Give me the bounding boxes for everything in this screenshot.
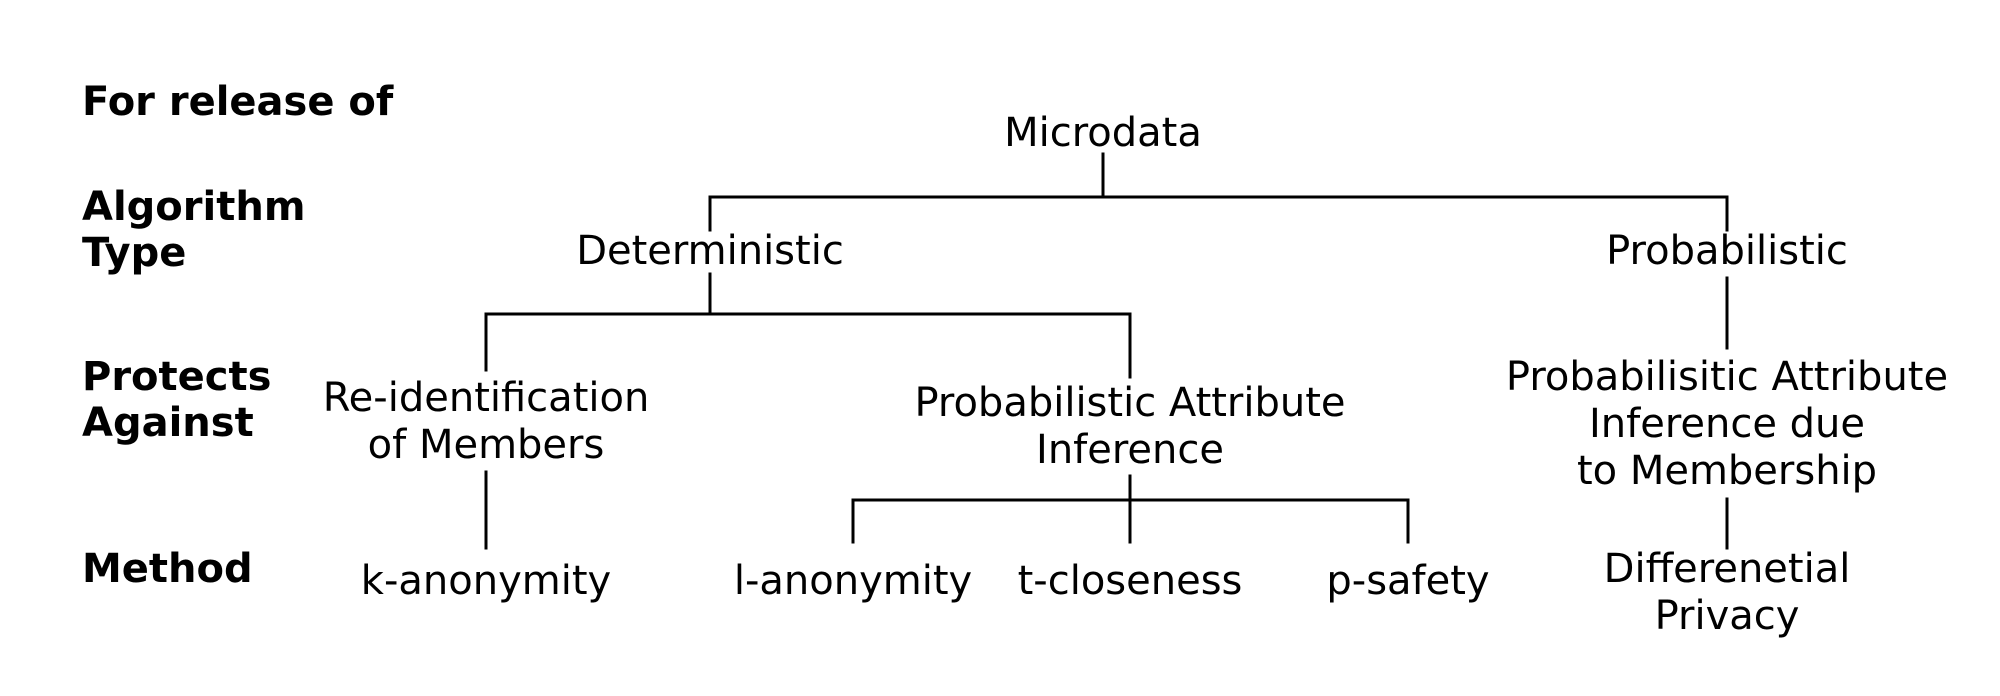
node-probabilistic: Probabilistic bbox=[1606, 228, 1848, 275]
row-label-protects-against-line-2: Against bbox=[82, 400, 254, 446]
node-l-anonymity-line-1: l-anonymity bbox=[733, 558, 973, 604]
node-prob-attr-inference-line-1: Probabilistic Attribute bbox=[914, 380, 1346, 426]
row-label-algorithm-type-line-1: Algorithm bbox=[82, 184, 306, 230]
node-prob-attr-inference: Probabilistic Attribute Inference bbox=[914, 380, 1345, 474]
node-reidentification-line-1: Re-identification bbox=[322, 375, 650, 421]
node-prob-attr-membership-line-1: Probabilisitic Attribute bbox=[1505, 354, 1949, 400]
row-label-method-line-1: Method bbox=[82, 546, 253, 592]
node-microdata: Microdata bbox=[1004, 110, 1202, 157]
node-p-safety-line-1: p-safety bbox=[1326, 558, 1490, 604]
node-p-safety: p-safety bbox=[1326, 558, 1489, 605]
node-reidentification-line-2: of Members bbox=[367, 422, 605, 468]
node-deterministic: Deterministic bbox=[576, 228, 844, 275]
node-differential-privacy: Differenetial Privacy bbox=[1604, 546, 1851, 640]
node-prob-attr-membership: Probabilisitic Attribute Inference due t… bbox=[1506, 354, 1948, 495]
node-prob-attr-membership-line-2: Inference due bbox=[1588, 401, 1866, 447]
node-prob-attr-membership-line-3: to Membership bbox=[1576, 448, 1878, 494]
node-microdata-line-1: Microdata bbox=[1004, 110, 1202, 156]
row-label-protects-against: Protects Against bbox=[82, 354, 271, 446]
node-k-anonymity-line-1: k-anonymity bbox=[360, 558, 612, 604]
node-probabilistic-line-1: Probabilistic bbox=[1606, 228, 1848, 274]
node-differential-privacy-line-2: Privacy bbox=[1654, 593, 1800, 639]
row-label-release-line-1: For release of bbox=[82, 79, 394, 125]
node-k-anonymity: k-anonymity bbox=[361, 558, 611, 605]
node-l-anonymity: l-anonymity bbox=[734, 558, 972, 605]
node-differential-privacy-line-1: Differenetial bbox=[1603, 546, 1851, 592]
node-t-closeness-line-1: t-closeness bbox=[1017, 558, 1243, 604]
node-prob-attr-inference-line-2: Inference bbox=[1036, 427, 1224, 473]
node-reidentification: Re-identification of Members bbox=[323, 375, 650, 469]
row-label-method: Method bbox=[82, 546, 253, 592]
node-t-closeness: t-closeness bbox=[1018, 558, 1243, 605]
row-label-algorithm-type-line-2: Type bbox=[82, 230, 187, 276]
row-label-algorithm-type: Algorithm Type bbox=[82, 184, 306, 276]
row-label-protects-against-line-1: Protects bbox=[82, 354, 272, 400]
row-label-release: For release of bbox=[82, 79, 393, 125]
node-deterministic-line-1: Deterministic bbox=[576, 228, 844, 274]
